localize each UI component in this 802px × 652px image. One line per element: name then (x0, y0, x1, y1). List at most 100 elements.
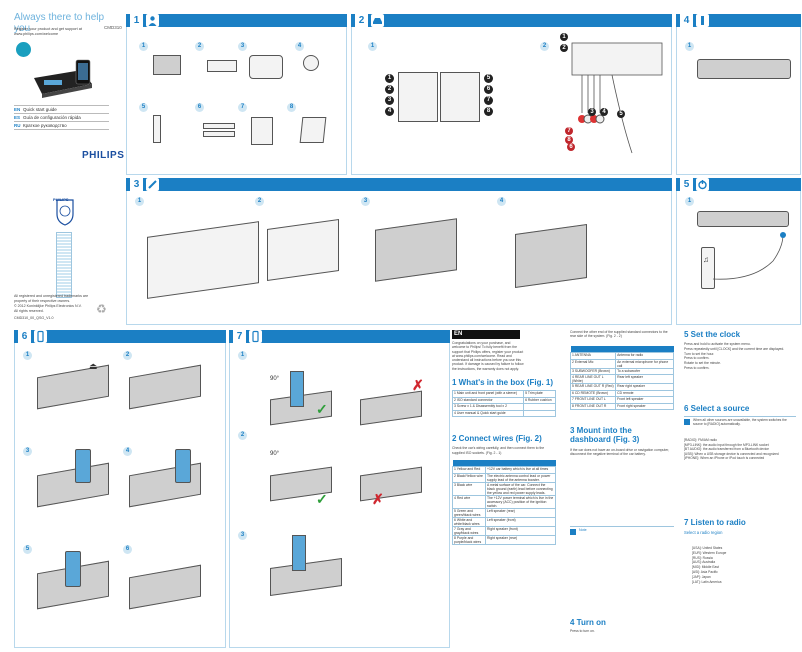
fig-6-5-label: 5 (23, 545, 32, 554)
iphone-sketch (75, 449, 91, 483)
mounted-unit-sketch (375, 218, 457, 282)
iphone-sketch (292, 535, 306, 571)
music-note-icon: ♫ (703, 255, 709, 264)
step-5-number: 5 (680, 178, 693, 191)
conn-5-marker: 5 (617, 110, 625, 118)
cover-title: Always there to help you (14, 12, 105, 34)
clock-step: Turn to set the hour. (684, 351, 715, 356)
conn-1-marker: 1 (560, 33, 568, 41)
wire-table: 1 Yellow and Red+12V car battery which i… (452, 460, 556, 545)
item-4-label: 4 (295, 42, 304, 51)
clock-step: Press to confirm. (684, 365, 710, 370)
cover-panel: Always there to help you Register your p… (0, 0, 125, 325)
fig-7-2-label: 2 (238, 431, 247, 440)
wire-1-marker: 1 (385, 74, 394, 83)
wire-8-marker: 8 (484, 107, 493, 116)
sleeve-sketch (267, 218, 339, 282)
source-note: When all other sources are unavailable, … (693, 418, 787, 427)
iphone-sketch (65, 551, 81, 587)
dashboard-opening-sketch (147, 221, 259, 299)
iso-connector-sketch (249, 55, 283, 79)
unit-open-sketch (129, 364, 201, 410)
cover-subtitle-2: www.philips.com/welcome (14, 32, 59, 36)
fig-2-1-label: 1 (368, 42, 377, 51)
legal-line-1: All registered and unregistered trademar… (14, 294, 89, 298)
rubber-cushion-sketch (303, 55, 319, 71)
unit-final-sketch (129, 564, 201, 610)
clock-step: Press repeatedly until [CLOCK] and the c… (684, 346, 785, 351)
step-7-bar (229, 330, 450, 343)
back-cover-panel: PHILIPS All registered and unregistered … (0, 190, 122, 325)
conn-2-marker: 2 (560, 44, 568, 52)
phone-icon (34, 330, 47, 343)
step-6-number: 6 (18, 330, 31, 343)
philips-shield-icon (56, 198, 74, 226)
region-list: [USA]: United States [EUR]: Western Euro… (692, 546, 792, 584)
region-item: [RUS]: Russia (692, 555, 713, 560)
step-7-iphone-angle: 7 1 90° ✓ ✗ 2 90° ✓ ✗ 3 (229, 330, 450, 648)
step-1-bar (126, 14, 347, 27)
aux-cable (712, 231, 789, 286)
recycle-icon: ♻ (96, 302, 107, 316)
en-guide: EN Congratulations on your purchase, and… (451, 330, 802, 652)
head-unit-sketch (153, 55, 181, 75)
front-panel-sketch (207, 60, 237, 72)
connector-intro: Connect the other end of the supplied st… (570, 330, 668, 339)
step-2-wiring: 2 1 2 1 2 3 4 5 6 7 8 1 2 3 4 5 6 7 8 (351, 14, 672, 175)
region-item: [LAT]: Latin America (692, 579, 722, 584)
item-1-label: 1 (139, 42, 148, 51)
player-device-sketch (701, 247, 715, 289)
section-7-title: 7 Listen to radio (684, 518, 746, 527)
step-4-bar (676, 14, 801, 27)
source-list: [RADIO]: FM/AM radio [MP3-LINK]: the aud… (684, 438, 796, 461)
section-1-title: 1 What's in the box (Fig. 1) (452, 378, 554, 387)
source-item: [BT AUDIO]: the audio transferred from a… (684, 447, 769, 452)
manual-sketch (251, 117, 273, 145)
philips-shield-brand: PHILIPS (53, 197, 69, 202)
fig-7-1-label: 1 (238, 351, 247, 360)
region-item: [JAP]: Japan (692, 574, 711, 579)
vertical-barcode (56, 232, 72, 298)
fig-5-label: 1 (685, 197, 694, 206)
region-item: [MID]: Middle East (692, 565, 719, 570)
step-1-box-contents: 1 1 2 3 4 5 6 7 8 (126, 14, 347, 175)
lang-tab: EN (452, 330, 520, 339)
screw-sketch (153, 115, 161, 143)
conn-6-marker: 6 (567, 143, 575, 151)
region-item: [ASI]: Asia Pacific (692, 569, 718, 574)
legal-line-4: All rights reserved. (14, 309, 44, 313)
wire-7-marker: 7 (484, 96, 493, 105)
fig-3-3-label: 3 (361, 197, 370, 206)
step-1-number: 1 (130, 14, 143, 27)
fig-6-1-label: 1 (23, 351, 32, 360)
step-4-number: 4 (680, 14, 693, 27)
fig-6-4-label: 4 (123, 447, 132, 456)
correct-check-icon: ✓ (316, 491, 328, 507)
wrong-x-icon: ✗ (372, 491, 384, 507)
section-7-subtitle: Select a radio region (684, 530, 723, 535)
screwdriver-icon (146, 178, 159, 191)
philips-brand-logo: PHILIPS (82, 150, 125, 161)
region-item: [USA]: United States (692, 546, 723, 550)
section-3-text: If the car does not have an on-board dri… (570, 448, 670, 457)
correct-check-icon: ✓ (316, 401, 328, 417)
rear-connector-diagram (552, 33, 667, 171)
wrong-x-icon: ✗ (412, 377, 424, 393)
conn-4-marker: 4 (600, 108, 608, 116)
step-5-bar (676, 178, 801, 191)
clock-step: Rotate to set the minute. (684, 361, 721, 366)
document-code: CMD310_00_QSG_V1.0 (14, 316, 54, 320)
note-icon (570, 529, 576, 535)
angle-90-label: 90° (270, 451, 280, 457)
step-3-bar (126, 178, 672, 191)
wire-6-marker: 6 (484, 85, 493, 94)
phone-icon (249, 330, 262, 343)
iphone-upright-sketch (290, 371, 304, 407)
note-label: Note (579, 528, 587, 532)
fig-6-3-label: 3 (23, 447, 32, 456)
conn-7-marker: 7 (565, 127, 573, 135)
